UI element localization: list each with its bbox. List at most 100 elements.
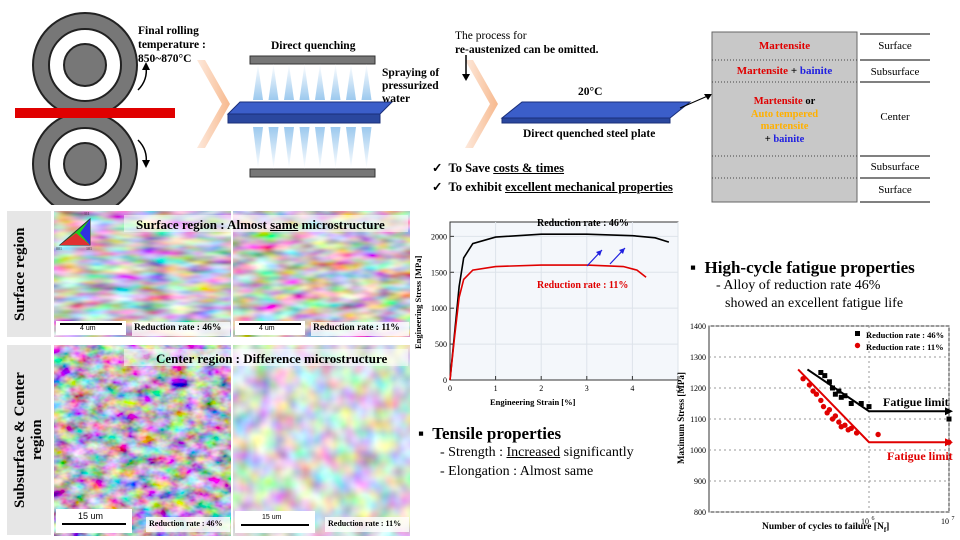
ipf-label: 111: [84, 211, 90, 216]
spray-cone: [299, 64, 310, 100]
data-point: [818, 370, 824, 375]
spray-cone: [330, 64, 341, 100]
surface-side-panel: Surface region: [7, 211, 51, 337]
y-tick-label: 500: [435, 340, 447, 349]
fatigue-line-1: - Alloy of reduction rate 46%: [716, 278, 881, 293]
region-label-subsurface: Subsurface: [870, 66, 920, 78]
quenching-title: Direct quenching: [271, 40, 356, 52]
fatigue-x-axis-label: Number of cycles to failure [Nf]: [762, 522, 890, 534]
tensile-line-2: - Elongation : Almost same: [440, 464, 594, 479]
tensile-heading: ▪ Tensile properties: [418, 424, 562, 443]
y-tick-label: 1200: [690, 384, 706, 393]
fatigue-y-axis-label: Maximum Stress [MPa]: [676, 372, 686, 464]
x-tick-label: 0: [448, 384, 452, 393]
y-tick-label: 1000: [690, 446, 706, 455]
omit-note-line1: The process for: [455, 30, 527, 42]
tensile-x-axis-label: Engineering Strain [%]: [490, 397, 576, 407]
y-tick-label: 900: [694, 477, 706, 486]
x-tick-label: 10: [861, 517, 869, 526]
data-point: [813, 391, 820, 397]
data-point: [832, 413, 839, 419]
center-micrograph-title: Center region : Difference microstructur…: [156, 351, 388, 366]
spray-label: Spraying of pressurized water: [382, 67, 440, 105]
spray-cone: [253, 127, 263, 169]
legend-marker: [854, 342, 861, 349]
plate-label: Direct quenched steel plate: [523, 128, 656, 140]
spray-cone: [361, 127, 372, 169]
phase-subsurface: Martensite + bainite: [736, 65, 833, 77]
data-point: [848, 401, 854, 406]
surface-micrograph-title: Surface region : Almost same microstruct…: [136, 217, 385, 232]
data-point: [946, 439, 952, 445]
data-point: [822, 373, 828, 379]
y-tick-label: 0: [443, 376, 447, 385]
micrograph-center-46: [54, 345, 231, 536]
annotation-arrowhead: [619, 248, 625, 254]
center-side-label: Subsurface & Center region: [12, 372, 45, 508]
spray-cone: [253, 64, 263, 100]
x-tick-label: 5: [676, 384, 680, 393]
plot-area: [449, 221, 679, 381]
spray-cone: [315, 64, 325, 100]
tensile-legend-11: Reduction rate : 11%: [537, 280, 629, 291]
roller-icon: [32, 12, 138, 205]
data-point: [830, 385, 836, 391]
bullet-icon: ▪: [690, 258, 697, 277]
ipf-label: 001: [56, 246, 62, 251]
x-tick-label: 10: [941, 517, 949, 526]
data-point: [866, 404, 872, 410]
fatigue-fit-line: [797, 368, 949, 444]
spray-cone: [361, 64, 372, 100]
stress-strain-curve-11: [449, 264, 647, 381]
data-point: [842, 393, 848, 399]
fatigue-line-2: showed an excellent fatigue life: [725, 296, 904, 311]
data-point: [818, 397, 824, 404]
phase-surface: Martensite: [758, 40, 811, 52]
y-tick-label: 1500: [431, 268, 447, 277]
region-label-center: Center: [880, 111, 910, 123]
omit-note-line2: re-austenized can be omitted.: [455, 44, 599, 56]
spray-cone: [299, 127, 310, 169]
stress-strain-curve-46: [449, 233, 670, 381]
scale-bar-label: 15 um: [78, 511, 104, 521]
phase-center: Martensite or Auto tempered martensite +…: [750, 96, 819, 145]
spray-cone: [284, 127, 294, 169]
tensile-y-axis-label: Engineering Stress [MPa]: [413, 255, 423, 349]
rolling-temperature-label: Final rolling temperature : 850~870°C: [138, 25, 206, 65]
x-tick-label: 4: [630, 384, 634, 393]
data-point: [836, 388, 842, 394]
legend-marker: [855, 331, 860, 336]
reduction-rate-label: Reduction rate : 11%: [328, 519, 402, 528]
tensile-legend-46: Reduction rate : 46%: [537, 218, 629, 229]
checkmark-icon: ✓: [432, 180, 443, 194]
annotation-arrowhead: [596, 250, 602, 256]
reduction-rate-label: Reduction rate : 46%: [149, 519, 223, 528]
checkmark-icon: ✓: [432, 161, 443, 175]
x-tick-label: 3: [585, 384, 589, 393]
fatigue-limit-label-11: Fatigue limit: [887, 449, 953, 463]
process-diagram: [15, 12, 930, 205]
reduction-rate-label: Reduction rate : 46%: [134, 323, 222, 333]
data-point: [836, 419, 842, 425]
center-side-panel: Subsurface & Center region: [7, 345, 51, 535]
x-tick-exponent: 7: [952, 516, 955, 522]
spray-cone: [346, 127, 356, 169]
ipf-legend-icon: [58, 217, 91, 246]
region-label-subsurface-2: Subsurface: [870, 161, 920, 173]
data-point: [826, 379, 832, 385]
steel-strip: [15, 108, 175, 118]
spray-cone: [346, 64, 356, 100]
x-tick-exponent: 6: [872, 516, 875, 522]
steel-plate-icon: [500, 94, 712, 124]
region-label-surface-2: Surface: [878, 184, 912, 196]
data-point: [858, 401, 864, 406]
benefit-1: ✓ To Save costs & times: [432, 161, 565, 175]
data-point: [848, 425, 854, 431]
quench-rig-icon: [226, 55, 394, 178]
data-point: [946, 416, 952, 422]
spray-cone: [268, 64, 279, 100]
bullet-icon: ▪: [418, 424, 425, 443]
